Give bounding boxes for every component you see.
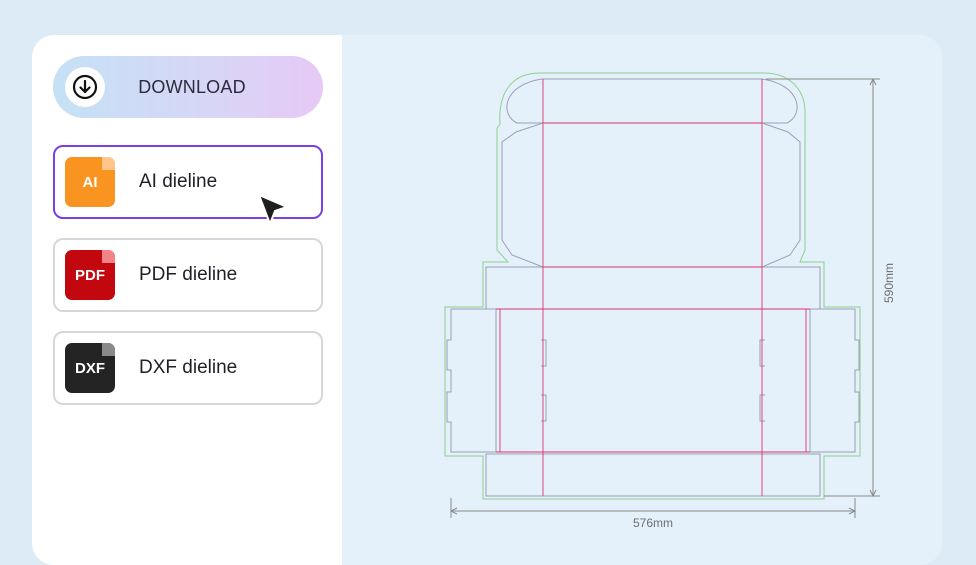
ai-file-icon: AI	[65, 157, 115, 207]
cut-lines	[446, 78, 860, 497]
bleed-outline	[444, 72, 861, 500]
download-panel: DOWNLOAD AI AI dieline PDF PDF dieline D…	[32, 35, 342, 565]
pdf-file-badge: PDF	[75, 266, 105, 284]
dxf-dieline-option[interactable]: DXF DXF dieline	[53, 331, 323, 405]
dxf-dieline-label: DXF dieline	[139, 357, 238, 378]
pdf-dieline-label: PDF dieline	[139, 264, 238, 285]
dimension-lines	[449, 77, 880, 518]
pdf-dieline-option[interactable]: PDF PDF dieline	[53, 238, 323, 312]
dxf-file-icon: DXF	[65, 343, 115, 393]
dxf-file-fold	[102, 343, 115, 356]
pdf-file-icon: PDF	[65, 250, 115, 300]
pdf-file-fold	[102, 250, 115, 263]
ai-file-fold	[102, 157, 115, 170]
ai-file-badge: AI	[82, 173, 98, 191]
dxf-file-badge: DXF	[75, 359, 105, 377]
fold-lines	[496, 79, 810, 496]
box-dieline-diagram: 576mm 590mm	[444, 72, 896, 530]
width-dimension-label: 576mm	[633, 516, 673, 530]
download-button[interactable]: DOWNLOAD	[53, 56, 323, 118]
mouse-pointer-icon	[258, 194, 288, 225]
height-dimension-label: 590mm	[882, 263, 896, 303]
download-icon	[65, 67, 105, 107]
ai-dieline-label: AI dieline	[139, 171, 218, 192]
download-label: DOWNLOAD	[138, 76, 246, 97]
main-stage: DOWNLOAD AI AI dieline PDF PDF dieline D…	[32, 35, 942, 565]
